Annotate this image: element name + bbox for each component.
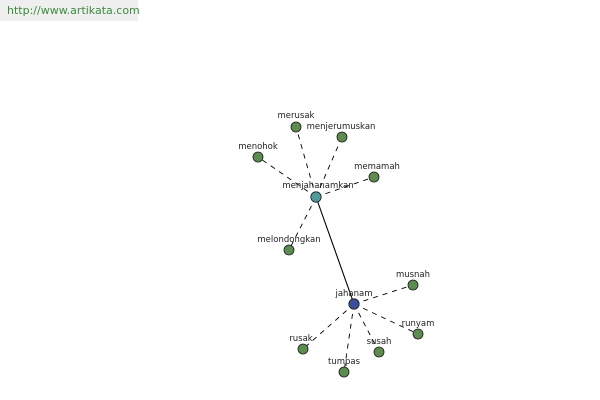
site-url-link[interactable]: http://www.artikata.com xyxy=(7,4,140,17)
node-dot-jahanam[interactable] xyxy=(348,298,360,310)
node-menohok[interactable]: menohok xyxy=(238,142,278,163)
node-dot-runyam[interactable] xyxy=(412,328,424,340)
node-label-menjahanamkan: menjahanamkan xyxy=(282,181,353,191)
edge-jahanam-runyam xyxy=(353,303,419,335)
node-merusak[interactable]: merusak xyxy=(278,111,315,133)
node-jahanam[interactable]: jahanam xyxy=(334,289,373,310)
edge-menjahanamkan-merusak xyxy=(295,126,317,198)
node-musnah[interactable]: musnah xyxy=(396,270,430,291)
node-label-runyam: runyam xyxy=(402,319,435,329)
node-label-merusak: merusak xyxy=(278,111,315,121)
node-dot-memamah[interactable] xyxy=(368,171,380,183)
node-tumpas[interactable]: tumpas xyxy=(328,357,361,378)
node-label-musnah: musnah xyxy=(396,270,430,280)
node-dot-musnah[interactable] xyxy=(407,279,419,291)
edge-jahanam-rusak xyxy=(302,303,355,350)
node-label-melondongkan: melondongkan xyxy=(257,235,320,245)
node-memamah[interactable]: memamah xyxy=(354,162,400,183)
node-dot-tumpas[interactable] xyxy=(338,366,350,378)
node-dot-susah[interactable] xyxy=(373,346,385,358)
node-dot-rusak[interactable] xyxy=(297,343,309,355)
node-dot-menohok[interactable] xyxy=(252,151,264,163)
site-banner: http://www.artikata.com xyxy=(0,0,140,21)
node-runyam[interactable]: runyam xyxy=(402,319,435,340)
node-label-memamah: memamah xyxy=(354,162,400,172)
node-dot-menjerumuskan[interactable] xyxy=(336,131,348,143)
edge-jahanam-menjahanamkan xyxy=(315,196,355,305)
node-melondongkan[interactable]: melondongkan xyxy=(257,235,321,256)
edge-menjahanamkan-menjerumuskan xyxy=(315,136,343,198)
edge-jahanam-musnah xyxy=(353,284,414,305)
node-dot-merusak[interactable] xyxy=(290,121,302,133)
edge-menjahanamkan-menohok xyxy=(257,156,317,198)
node-dot-menjahanamkan[interactable] xyxy=(310,191,322,203)
edge-jahanam-tumpas xyxy=(343,303,355,373)
edges-layer xyxy=(257,126,419,373)
node-label-menohok: menohok xyxy=(238,142,278,152)
edge-menjahanamkan-memamah xyxy=(315,176,375,198)
node-dot-melondongkan[interactable] xyxy=(283,244,295,256)
node-rusak[interactable]: rusak xyxy=(289,334,313,355)
node-label-rusak: rusak xyxy=(289,334,313,344)
node-label-tumpas: tumpas xyxy=(328,357,361,367)
node-susah[interactable]: susah xyxy=(367,337,392,358)
node-label-jahanam: jahanam xyxy=(334,289,372,299)
node-label-susah: susah xyxy=(367,337,392,347)
node-menjahanamkan[interactable]: menjahanamkan xyxy=(282,181,354,203)
nodes-layer: jahanam menjahanamkan merusakmenjerumuskan… xyxy=(238,111,435,378)
node-label-menjerumuskan: menjerumuskan xyxy=(307,122,376,132)
node-menjerumuskan[interactable]: menjerumuskan xyxy=(307,122,376,143)
